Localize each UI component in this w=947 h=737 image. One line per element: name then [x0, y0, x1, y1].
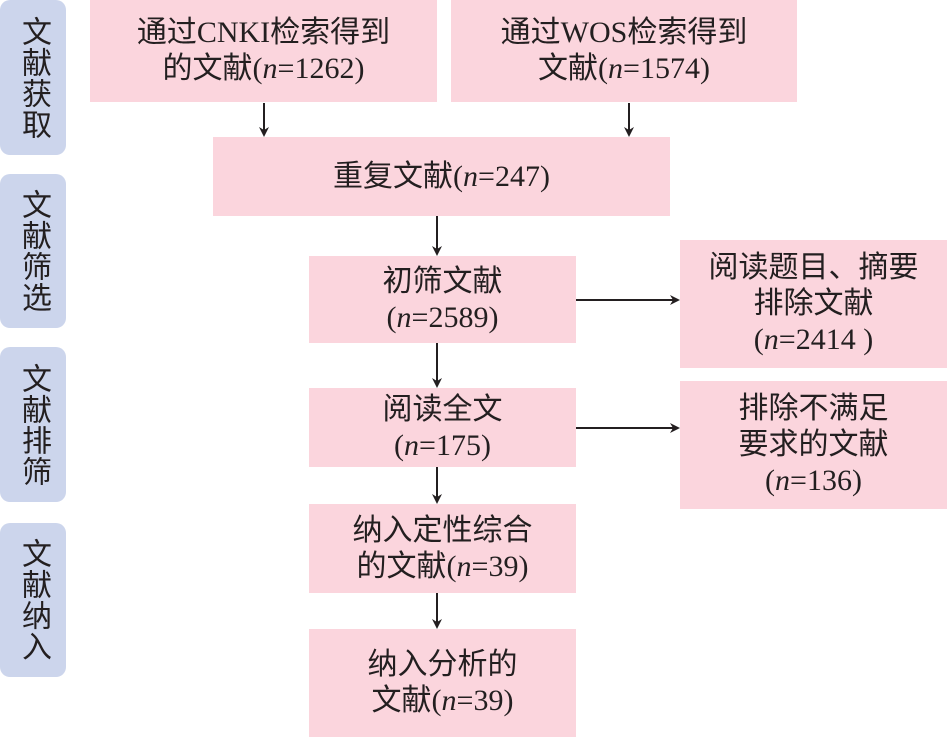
box-count: 文献(n=39) [371, 684, 514, 717]
box-count: (n=175) [394, 428, 491, 462]
box-count: (n=2589) [386, 300, 499, 334]
initial-screening-box: 初筛文献 (n=2589) [309, 256, 576, 343]
stage-label-eligibility: 文献排筛 [0, 347, 66, 502]
box-count: 的文献(n=39) [356, 549, 529, 583]
box-count: 的文献(n=1262) [162, 52, 365, 85]
stage-label-screening: 文献筛选 [0, 174, 66, 328]
stage-label-text: 文献获取 [17, 15, 50, 140]
box-line: 阅读全文 [382, 392, 503, 426]
stage-label-inclusion: 文献纳入 [0, 523, 66, 677]
qualitative-synthesis-box: 纳入定性综合 的文献(n=39) [309, 504, 576, 593]
stage-label-text: 文献排筛 [17, 362, 50, 487]
box-line: 通过WOS检索得到 [500, 16, 748, 49]
box-count: (n=136) [765, 464, 862, 497]
box-line: 排除不满足 [738, 392, 889, 425]
box-line: 通过CNKI检索得到 [136, 16, 391, 49]
cnki-records-box: 通过CNKI检索得到 的文献(n=1262) [90, 0, 437, 102]
box-count: 文献(n=1574) [538, 52, 710, 85]
excluded-full-text-box: 排除不满足 要求的文献 (n=136) [680, 381, 947, 509]
stage-label-text: 文献纳入 [17, 538, 50, 662]
stage-label-text: 文献筛选 [17, 189, 50, 313]
duplicate-records-box: 重复文献(n=247) [213, 137, 670, 216]
stage-label-acquisition: 文献获取 [0, 0, 66, 155]
excluded-title-abstract-box: 阅读题目、摘要 排除文献 (n=2414 ) [680, 240, 947, 368]
box-line: 排除文献 [753, 287, 874, 320]
box-count: 重复文献(n=247) [333, 159, 550, 193]
box-line: 要求的文献 [738, 428, 889, 461]
box-line: 阅读题目、摘要 [708, 251, 919, 284]
box-line: 纳入定性综合 [352, 513, 533, 547]
wos-records-box: 通过WOS检索得到 文献(n=1574) [451, 0, 797, 102]
box-count: (n=2414 ) [753, 323, 874, 356]
full-text-review-box: 阅读全文 (n=175) [309, 388, 576, 467]
box-line: 纳入分析的 [367, 648, 518, 681]
box-line: 初筛文献 [382, 264, 503, 298]
included-analysis-box: 纳入分析的 文献(n=39) [309, 629, 576, 737]
